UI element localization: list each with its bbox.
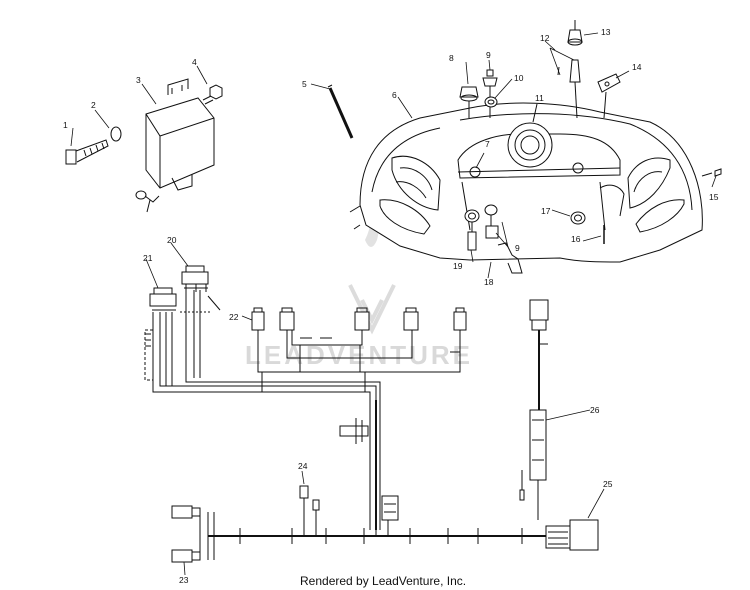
part-screw <box>701 168 722 177</box>
callout-8: 8 <box>449 53 454 63</box>
wiring-harness-bottom <box>199 496 546 560</box>
callout-12: 12 <box>540 33 550 43</box>
callout-14: 14 <box>632 62 642 72</box>
callout-6: 6 <box>392 90 397 100</box>
callout-9b: 9 <box>515 243 520 253</box>
leader-lines <box>70 32 717 576</box>
part-indicator-lamp <box>464 209 480 251</box>
callout-10: 10 <box>514 73 524 83</box>
part-bulb <box>567 20 583 46</box>
connector-block-20 <box>181 265 209 292</box>
part-bolt <box>65 139 109 165</box>
part-rod <box>327 84 354 139</box>
wiring-harness-main <box>144 290 461 530</box>
callout-17: 17 <box>541 206 551 216</box>
callout-4: 4 <box>192 57 197 67</box>
callout-22: 22 <box>229 312 239 322</box>
callout-23: 23 <box>179 575 189 585</box>
callout-1: 1 <box>63 120 68 130</box>
callout-9a: 9 <box>486 50 491 60</box>
part-clip <box>597 73 621 119</box>
part-nut <box>202 84 223 105</box>
callout-16: 16 <box>571 234 581 244</box>
connector-relay <box>381 495 399 521</box>
connector-block-21 <box>149 287 177 311</box>
callout-5: 5 <box>302 79 307 89</box>
callout-20: 20 <box>167 235 177 245</box>
callout-19: 19 <box>453 261 463 271</box>
callout-25: 25 <box>603 479 613 489</box>
callout-26: 26 <box>590 405 600 415</box>
wiring-harness-26 <box>519 299 549 520</box>
callout-3: 3 <box>136 75 141 85</box>
callout-24: 24 <box>298 461 308 471</box>
part-grommet-lower <box>570 211 586 225</box>
callout-7: 7 <box>485 139 490 149</box>
part-switch-lower <box>484 204 523 274</box>
connector-22b <box>279 307 295 331</box>
connector-22d <box>403 307 419 331</box>
connector-23b <box>171 549 201 563</box>
credit-text: Rendered by LeadVenture, Inc. <box>300 574 466 588</box>
part-knob <box>459 86 479 118</box>
part-washer <box>110 126 122 142</box>
connector-22a <box>251 307 265 331</box>
connector-22e <box>453 307 467 331</box>
callout-15: 15 <box>709 192 719 202</box>
callout-11: 11 <box>535 93 544 103</box>
part-control-module <box>145 78 215 191</box>
connector-inline <box>339 418 369 444</box>
callout-21: 21 <box>143 253 153 263</box>
part-fuse-holder <box>299 485 320 511</box>
callout-18: 18 <box>484 277 494 287</box>
part-instrument-pod <box>349 102 703 263</box>
part-grommet <box>484 96 498 108</box>
connector-23a <box>171 505 201 519</box>
callout-13: 13 <box>601 27 611 37</box>
callout-labels: 1 2 3 4 5 6 7 8 9 10 11 12 13 14 15 16 1… <box>63 27 719 585</box>
part-ground-terminal <box>135 190 160 213</box>
connector-22c <box>354 307 370 331</box>
connector-25 <box>545 519 599 551</box>
callout-2: 2 <box>91 100 96 110</box>
